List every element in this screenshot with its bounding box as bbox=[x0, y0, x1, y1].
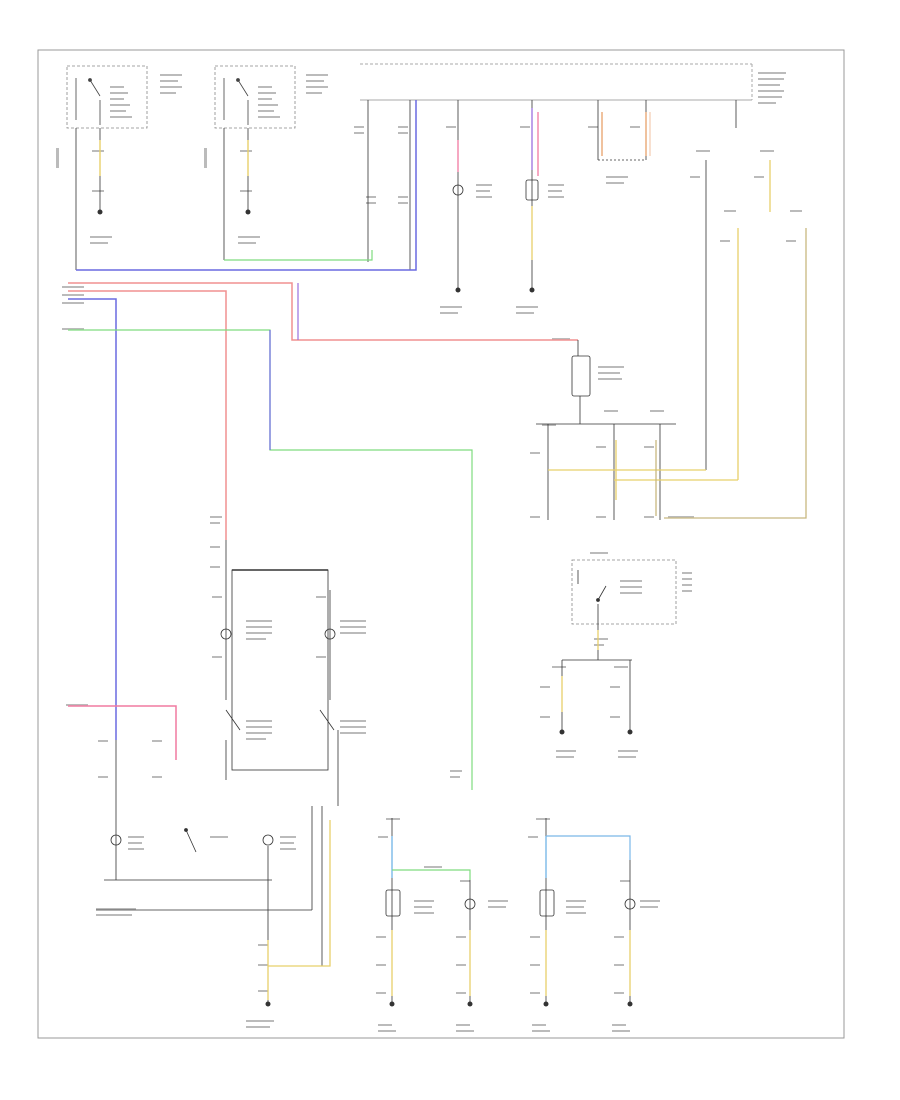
component-box-left-1 bbox=[66, 65, 148, 129]
top-middle-components bbox=[452, 100, 647, 288]
wires-yellow-top-left bbox=[99, 140, 249, 176]
diagram-frame bbox=[37, 49, 845, 1039]
component-box-left-2 bbox=[214, 65, 296, 129]
seat-heater-module bbox=[220, 540, 339, 806]
relay-module-right bbox=[536, 340, 676, 520]
lower-left-color-wires bbox=[68, 705, 331, 1000]
switch-left-1 bbox=[75, 78, 101, 125]
wire-green-left-box bbox=[224, 250, 373, 261]
text-block-marks bbox=[56, 72, 802, 1032]
ground-terminals-top bbox=[97, 209, 535, 293]
wire-blue-left-box bbox=[76, 100, 417, 271]
relay-module-color-wires bbox=[548, 440, 738, 516]
ground-terminals-right bbox=[559, 729, 633, 735]
switch-right-color-wires bbox=[561, 630, 599, 712]
right-side-wires bbox=[664, 100, 807, 519]
harness-bundle bbox=[68, 282, 578, 790]
switch-left-2 bbox=[223, 78, 249, 125]
lower-left-components bbox=[96, 710, 323, 1002]
component-box-right-switch bbox=[571, 559, 677, 625]
lower-heater-color-wires bbox=[391, 835, 631, 996]
wires-black-top-left bbox=[75, 100, 411, 270]
lower-heater-elements bbox=[385, 818, 636, 1002]
ground-terminal-lower-left bbox=[265, 1001, 271, 1007]
ground-terminals-bottom bbox=[389, 1001, 633, 1007]
top-middle-color-wires bbox=[457, 108, 651, 260]
